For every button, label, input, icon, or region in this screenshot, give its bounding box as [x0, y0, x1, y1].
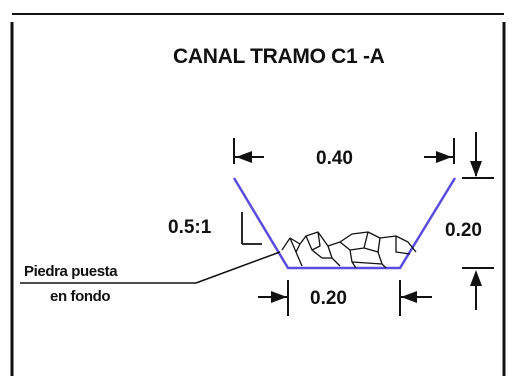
top-width-label: 0.40 [316, 148, 353, 169]
depth-arrowhead-top [470, 161, 482, 177]
slope-indicator [241, 212, 262, 245]
stone-note-line2: en fondo [50, 288, 110, 305]
bottom-width-arrowhead-right [401, 291, 417, 303]
top-width-arrowhead-left [236, 151, 252, 163]
slope-label: 0.5:1 [168, 217, 212, 238]
bottom-width-arrowhead-left [271, 291, 287, 303]
top-width-arrowhead-right [436, 151, 452, 163]
drawing-title: CANAL TRAMO C1 -A [173, 45, 385, 68]
canal-section-outline [232, 177, 457, 270]
stone-fill-hatch [281, 231, 417, 269]
stone-note-leader [20, 251, 281, 284]
depth-arrowhead-bottom [470, 270, 482, 286]
drawing-border [10, 13, 506, 376]
stone-note-line1: Piedra puesta [24, 263, 118, 280]
depth-label: 0.20 [445, 220, 482, 241]
bottom-width-label: 0.20 [310, 288, 347, 309]
